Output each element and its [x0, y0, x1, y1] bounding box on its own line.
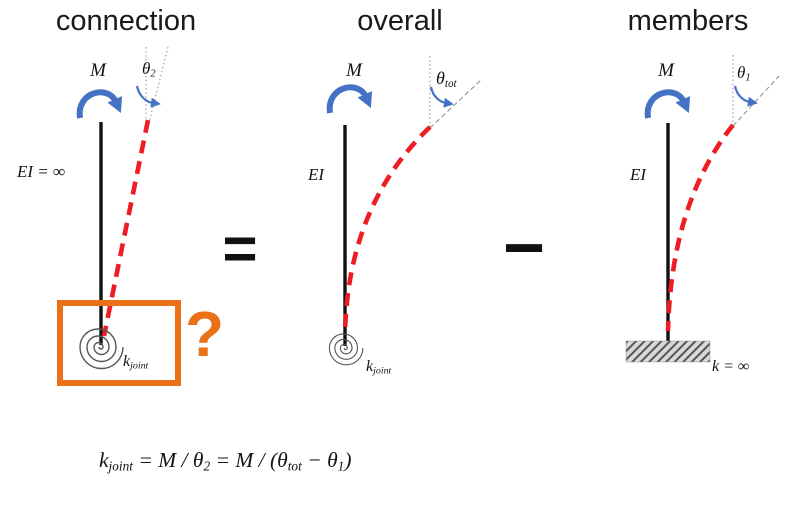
- eq-part: = M / θ: [132, 448, 204, 472]
- theta-tot-label: θtot: [436, 68, 457, 90]
- theta-symbol: θ: [737, 63, 746, 82]
- moment-arrow-icon: [644, 89, 691, 119]
- theta-subscript: tot: [444, 77, 457, 90]
- members-diagram: [625, 55, 780, 363]
- deflected-shape-curve: [342, 125, 432, 334]
- question-mark: ?: [185, 298, 225, 370]
- theta-symbol: θ: [436, 68, 445, 88]
- stiffness-label: EI: [308, 165, 325, 184]
- k-subscript: joint: [373, 365, 392, 377]
- moment-arrow-icon: [326, 84, 373, 114]
- eq-subscript: 2: [203, 458, 211, 474]
- support-stiffness-label: k = ∞: [712, 358, 750, 375]
- eq-k-subscript: joint: [108, 458, 133, 474]
- connection-diagram: [76, 46, 169, 370]
- moment-label: M: [658, 60, 674, 81]
- spring-stiffness-label: kjoint: [366, 358, 391, 376]
- theta2-label: θ2: [142, 59, 156, 80]
- highlight-box: [57, 300, 181, 386]
- stiffness-label: EI = ∞: [17, 162, 66, 181]
- moment-label: M: [90, 60, 106, 81]
- fixed-support-icon: [625, 340, 711, 363]
- panel-title-overall: overall: [357, 5, 443, 37]
- moment-label: M: [346, 60, 362, 81]
- spring-stiffness-label: kjoint: [123, 353, 148, 371]
- eq-subscript: 1: [337, 458, 345, 474]
- eq-k: k: [99, 448, 109, 472]
- rotated-reference-line: [147, 46, 169, 128]
- theta-subscript: 2: [150, 68, 156, 80]
- panel-title-connection: connection: [55, 5, 197, 37]
- minus-sign: −: [502, 208, 546, 288]
- rotated-reference-line: [429, 78, 483, 129]
- k-subscript: joint: [130, 360, 149, 372]
- equals-sign: =: [222, 214, 258, 282]
- panel-title-members: members: [627, 5, 749, 37]
- theta1-label: θ1: [737, 63, 751, 84]
- rotation-arrow-icon: [429, 86, 454, 108]
- moment-arrow-icon: [76, 89, 123, 119]
- theta-symbol: θ: [142, 59, 151, 78]
- deflected-shape-line: [101, 119, 151, 337]
- joint-stiffness-equation: kjoint = M / θ2 = M / (θtot − θ1): [99, 448, 351, 474]
- eq-part: ): [344, 448, 352, 472]
- k-symbol: k: [123, 353, 131, 370]
- eq-part: − θ: [301, 448, 338, 472]
- eq-part: = M / (θ: [210, 448, 288, 472]
- k-symbol: k: [366, 358, 374, 375]
- rotation-arrow-icon: [135, 85, 161, 108]
- eq-subscript: tot: [287, 458, 302, 474]
- rotation-arrow-icon: [733, 85, 758, 107]
- theta-subscript: 1: [745, 72, 751, 84]
- overall-diagram: [326, 56, 483, 366]
- stiffness-label: EI: [630, 165, 647, 184]
- deflected-shape-curve: [665, 123, 735, 332]
